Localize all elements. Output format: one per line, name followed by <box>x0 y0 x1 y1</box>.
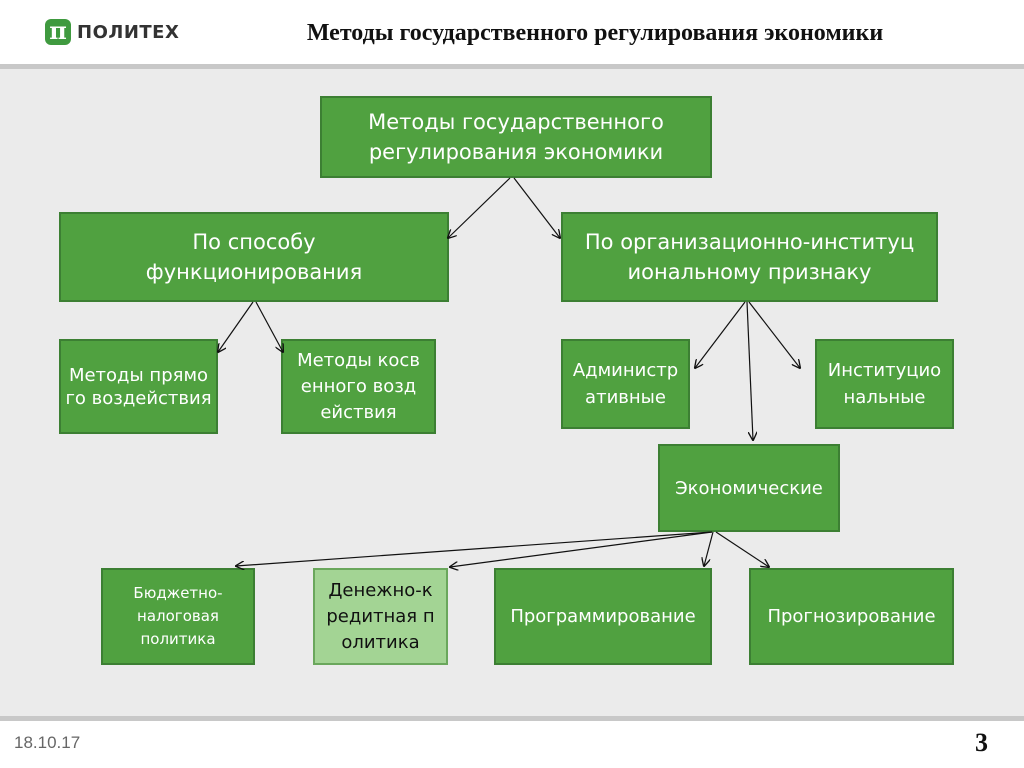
node-administrative-label: Административные <box>572 360 679 408</box>
node-programming-label: Программирование <box>510 606 696 627</box>
node-institutional-label: Институциональные <box>827 360 942 408</box>
logo-symbol: π <box>49 16 67 45</box>
node-administrative: Административные <box>561 339 690 429</box>
node-by-function-label: По способу функционирования <box>145 230 363 284</box>
footer-date: 18.10.17 <box>14 733 81 752</box>
logo: π ПОЛИТЕХ <box>45 16 180 46</box>
node-by-function: По способу функционирования <box>59 212 449 302</box>
footer-divider <box>0 716 1024 721</box>
node-economic-label: Экономические <box>675 477 823 499</box>
node-monetary: Денежно-кредитная политика <box>313 568 448 665</box>
node-indirect-label: Методы косвенного воздействия <box>297 349 420 423</box>
node-by-institution-label: По организационно-институциональному при… <box>584 230 915 284</box>
slide-title: Методы государственного регулирования эк… <box>306 20 884 46</box>
logo-pi-icon: π <box>45 16 71 45</box>
node-root-label: Методы государственного регулирования эк… <box>368 110 664 164</box>
node-economic: Экономические <box>658 444 840 532</box>
node-budget-label: Бюджетно-налоговая политика <box>133 584 223 648</box>
node-forecasting: Прогнозирование <box>749 568 954 665</box>
slide-header: π ПОЛИТЕХ Методы государственного регули… <box>0 0 1024 66</box>
node-forecasting-label: Прогнозирование <box>767 606 936 627</box>
header-divider <box>0 64 1024 69</box>
node-programming: Программирование <box>494 568 712 665</box>
node-by-institution: По организационно-институциональному при… <box>561 212 938 302</box>
node-root: Методы государственного регулирования эк… <box>320 96 712 178</box>
node-budget: Бюджетно-налоговая политика <box>101 568 255 665</box>
logo-text: ПОЛИТЕХ <box>77 21 180 43</box>
node-indirect: Методы косвенного воздействия <box>281 339 436 434</box>
node-monetary-label: Денежно-кредитная политика <box>326 579 435 653</box>
node-institutional: Институциональные <box>815 339 954 429</box>
node-direct: Методы прямого воздействия <box>59 339 218 434</box>
node-direct-label: Методы прямого воздействия <box>65 364 212 409</box>
page-number: 3 <box>975 728 988 757</box>
